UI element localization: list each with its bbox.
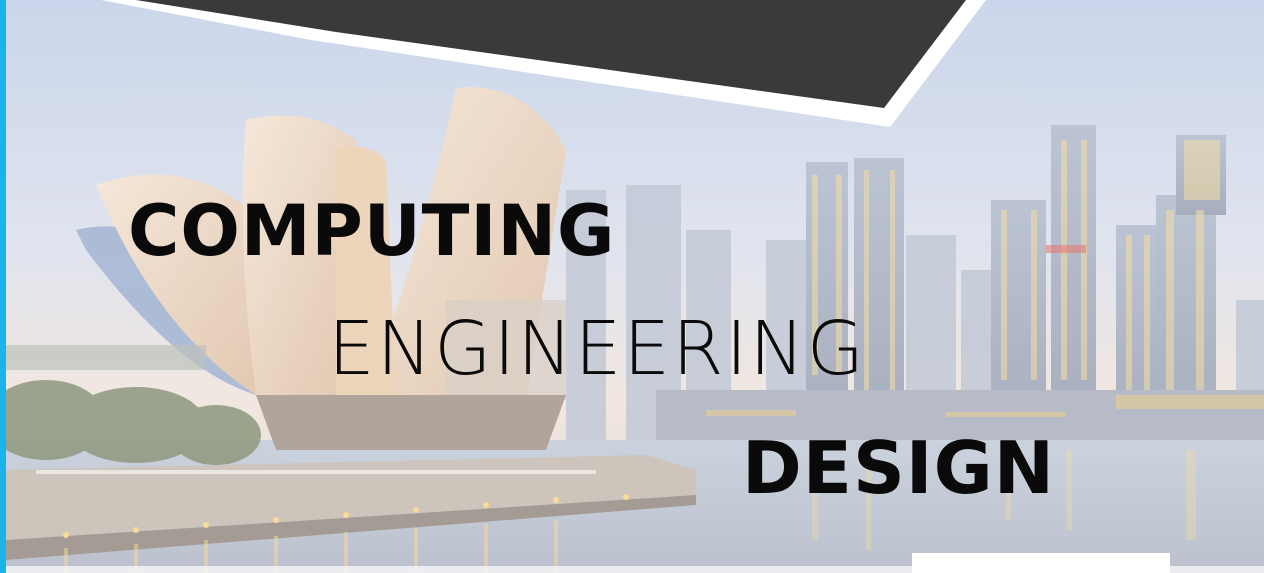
title-design: DESIGN: [742, 426, 1055, 510]
bottom-strip: [6, 566, 1264, 573]
title-computing: COMPUTING: [128, 190, 616, 272]
city-skyline-background: [6, 0, 1264, 573]
title-engineering: ENGINEERING: [328, 306, 867, 392]
accent-bar: [0, 0, 6, 573]
bottom-card: [912, 553, 1170, 573]
